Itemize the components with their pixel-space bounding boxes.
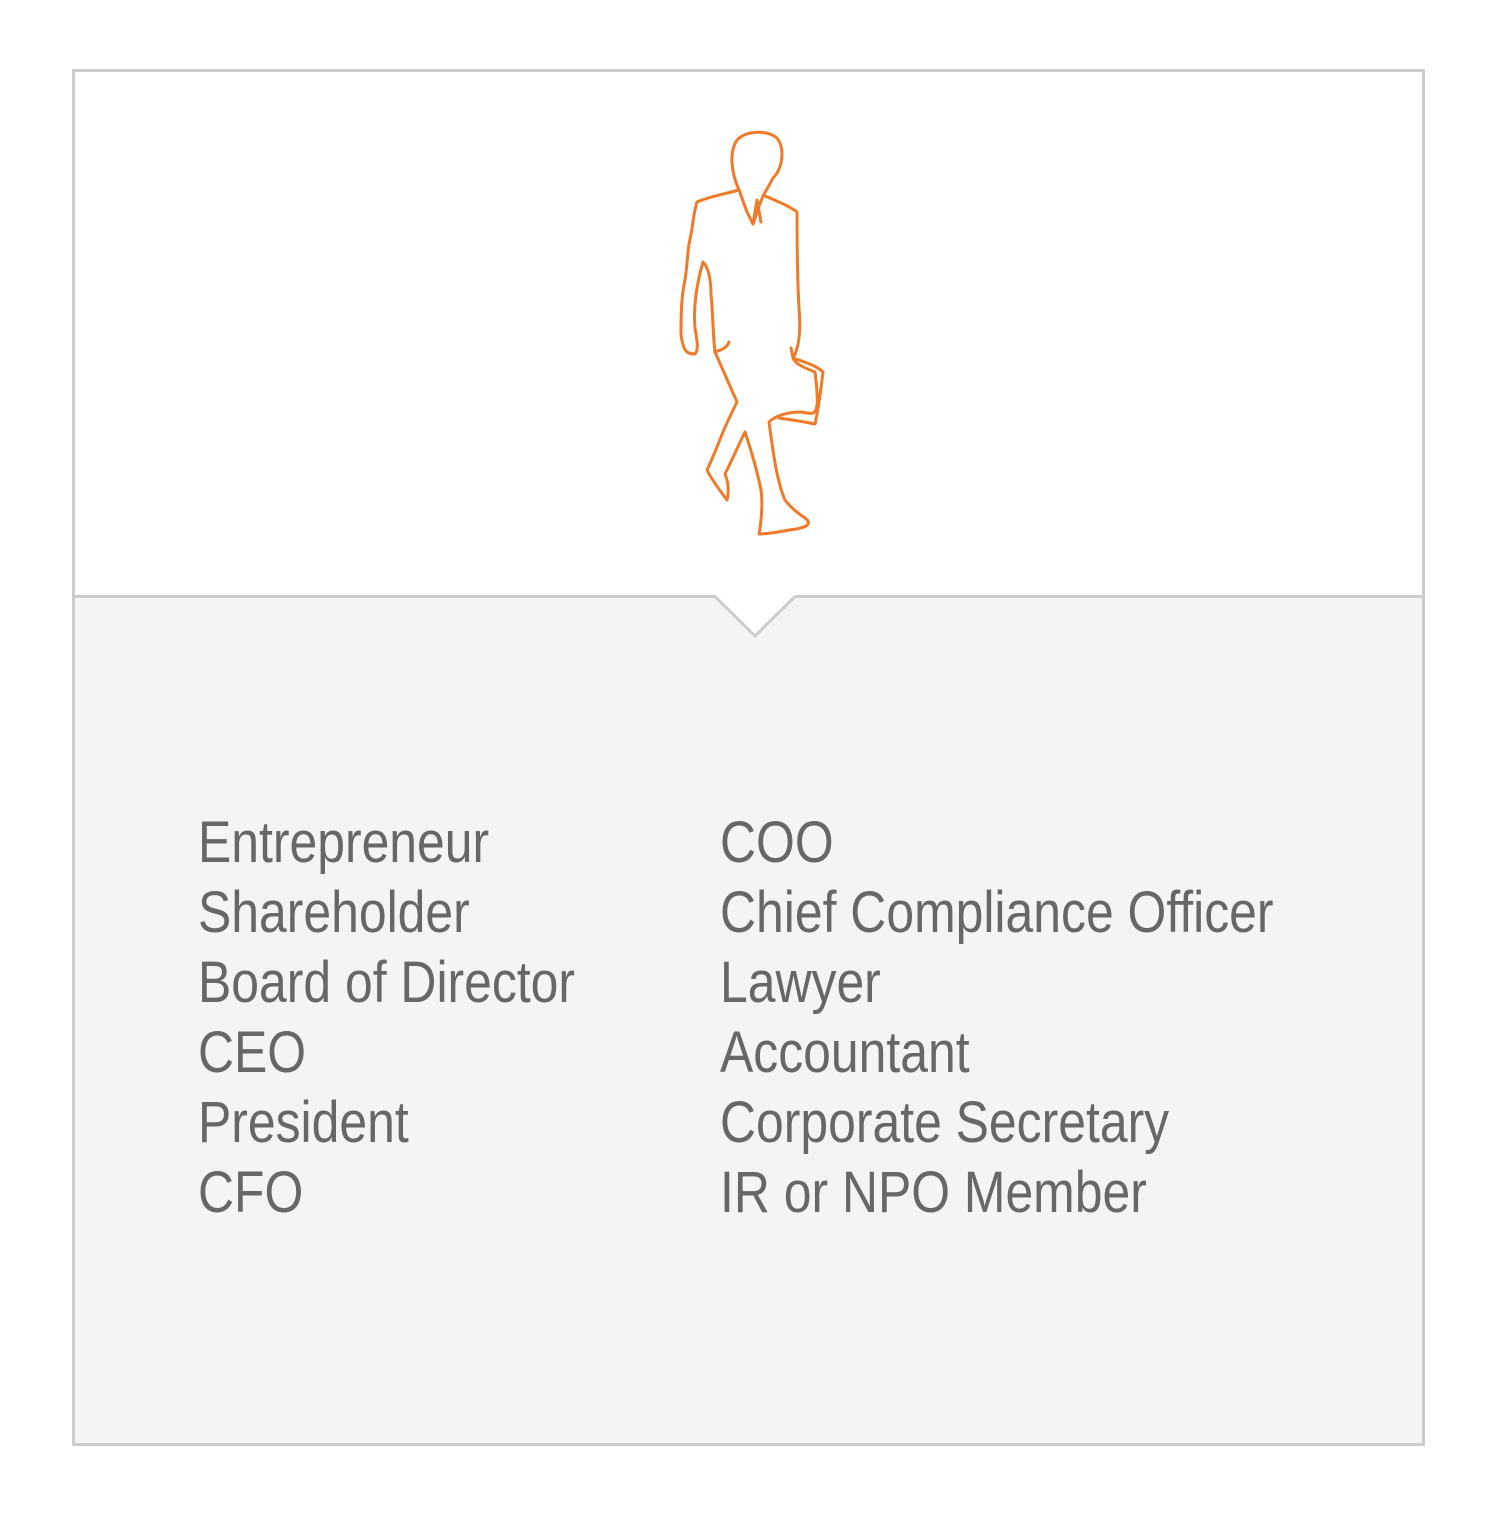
role-item: Shareholder — [198, 880, 470, 945]
roles-panel: Entrepreneur Shareholder Board of Direct… — [75, 595, 1422, 1443]
roles-right-column: COO Chief Compliance Officer Lawyer Acco… — [720, 808, 1274, 1228]
roles-left-column: Entrepreneur Shareholder Board of Direct… — [198, 808, 575, 1228]
role-item: Chief Compliance Officer — [720, 880, 1274, 945]
roles-card: Entrepreneur Shareholder Board of Direct… — [72, 69, 1425, 1446]
role-item: COO — [720, 810, 834, 875]
pointer-notch-icon — [715, 595, 795, 639]
role-item: Accountant — [720, 1020, 970, 1085]
businessman-icon — [679, 130, 825, 536]
role-item: CEO — [198, 1020, 307, 1085]
illustration-panel — [75, 72, 1422, 595]
role-item: CFO — [198, 1160, 304, 1225]
role-item: Corporate Secretary — [720, 1090, 1170, 1155]
role-item: Lawyer — [720, 950, 881, 1015]
role-item: IR or NPO Member — [720, 1160, 1147, 1225]
role-item: President — [198, 1090, 409, 1155]
role-item: Entrepreneur — [198, 810, 490, 875]
role-item: Board of Director — [198, 950, 576, 1015]
